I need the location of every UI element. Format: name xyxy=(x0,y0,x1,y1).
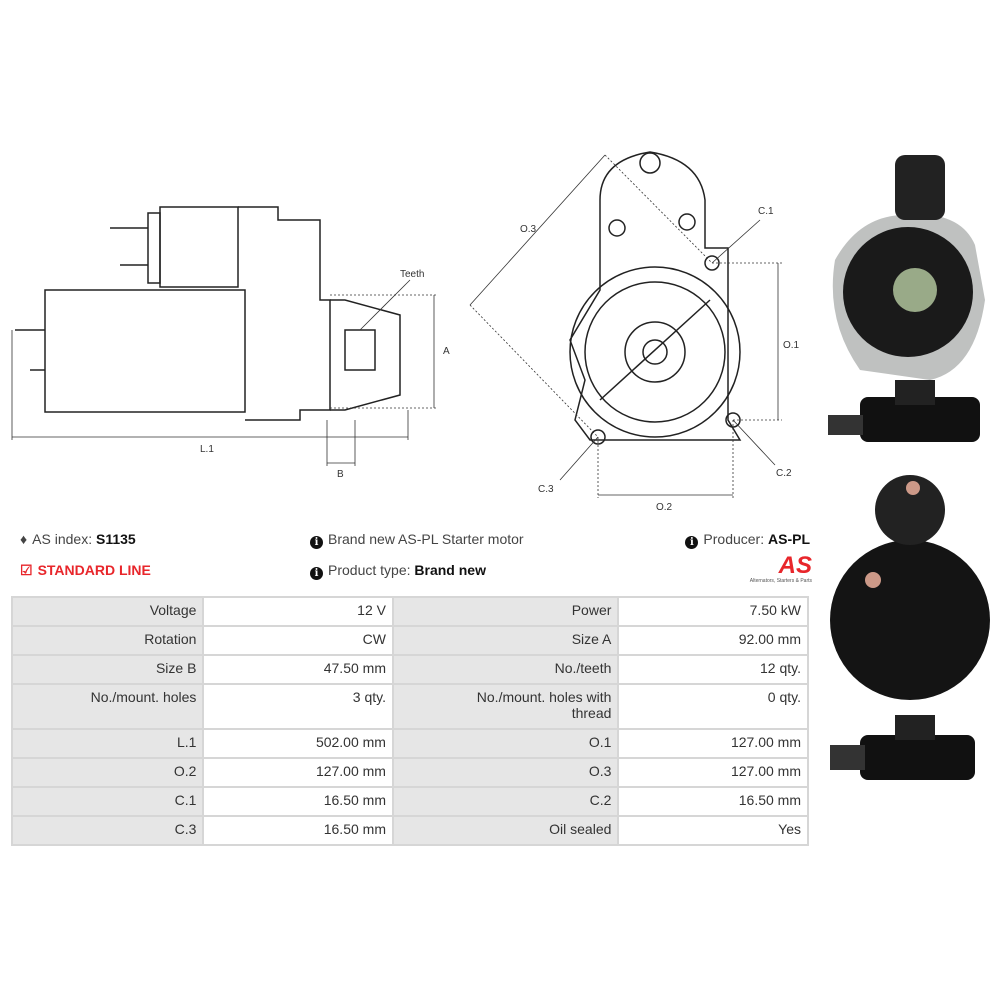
photo-side-2 xyxy=(830,715,975,780)
spec-value: 127.00 mm xyxy=(617,757,809,788)
spec-value: 502.00 mm xyxy=(202,728,394,759)
spec-label: Size A xyxy=(391,625,620,656)
label-a: A xyxy=(443,346,450,357)
label-c3: C.3 xyxy=(538,484,554,495)
as-pl-logo: AS Alternators, Starters & Parts xyxy=(722,552,812,585)
spec-value: 12 V xyxy=(202,596,394,627)
spec-value: 127.00 mm xyxy=(202,757,394,788)
spec-label: No./mount. holes xyxy=(10,683,205,730)
as-index: ♦AS index: S1135 xyxy=(20,531,136,547)
spec-value: 16.50 mm xyxy=(202,815,394,846)
spec-label: C.3 xyxy=(10,815,205,846)
logo-tagline: Alternators, Starters & Parts xyxy=(749,578,812,584)
photo-front-flange xyxy=(832,155,985,380)
product-type: i Product type: Brand new xyxy=(310,562,486,580)
spec-value: CW xyxy=(202,625,394,656)
product-type-value: Brand new xyxy=(414,562,486,578)
spec-label: C.2 xyxy=(391,786,620,817)
info-icon: i xyxy=(310,567,323,580)
label-teeth: Teeth xyxy=(400,269,424,280)
description: i Brand new AS-PL Starter motor xyxy=(310,531,524,549)
as-index-value: S1135 xyxy=(95,531,136,547)
info-icon: i xyxy=(310,536,323,549)
spec-value: 12 qty. xyxy=(617,654,809,685)
checkbox-icon: ☑ xyxy=(20,562,33,578)
product-photos xyxy=(828,155,990,780)
producer-value: AS-PL xyxy=(768,531,810,547)
spec-label: C.1 xyxy=(10,786,205,817)
label-c2: C.2 xyxy=(776,468,792,479)
spec-label: No./mount. holes with thread xyxy=(391,683,620,730)
spec-label: Power xyxy=(391,596,620,627)
spec-label: Voltage xyxy=(10,596,205,627)
spec-value: 16.50 mm xyxy=(202,786,394,817)
spec-label: O.3 xyxy=(391,757,620,788)
spec-value: 47.50 mm xyxy=(202,654,394,685)
logo-mark: AS xyxy=(778,552,812,579)
label-o3: O.3 xyxy=(520,224,537,235)
as-index-label: AS index: xyxy=(32,531,93,547)
label-o2: O.2 xyxy=(656,502,673,513)
spec-label: No./teeth xyxy=(391,654,620,685)
product-type-label: Product type: xyxy=(328,562,411,578)
producer-label: Producer: xyxy=(703,531,765,547)
spec-value: 16.50 mm xyxy=(617,786,809,817)
spec-value: 3 qty. xyxy=(202,683,394,730)
producer: i Producer: AS-PL xyxy=(685,531,810,549)
spec-value: 127.00 mm xyxy=(617,728,809,759)
spec-value: 92.00 mm xyxy=(617,625,809,656)
spec-label: Rotation xyxy=(10,625,205,656)
standard-line-label: STANDARD LINE xyxy=(37,562,151,578)
label-b: B xyxy=(337,469,344,480)
spec-value: 0 qty. xyxy=(617,683,809,730)
label-o1: O.1 xyxy=(783,340,800,351)
info-icon: i xyxy=(685,536,699,549)
label-c1: C.1 xyxy=(758,206,774,217)
spec-label: O.2 xyxy=(10,757,205,788)
description-text: Brand new AS-PL Starter motor xyxy=(328,531,524,547)
front-view-drawing: O.3 C.1 O.1 C.3 C.2 O.2 xyxy=(469,151,800,513)
photo-side-1 xyxy=(828,380,980,442)
spec-value: Yes xyxy=(617,815,809,846)
photo-rear xyxy=(830,475,990,700)
spec-label: Size B xyxy=(10,654,205,685)
spec-label: Oil sealed xyxy=(391,815,620,846)
spec-label: L.1 xyxy=(10,728,205,759)
spec-value: 7.50 kW xyxy=(617,596,809,627)
spec-label: O.1 xyxy=(391,728,620,759)
tag-icon: ♦ xyxy=(20,531,28,547)
side-view-drawing: Teeth A L.1 B xyxy=(11,206,450,480)
standard-line-badge: ☑STANDARD LINE xyxy=(20,562,151,579)
label-l1: L.1 xyxy=(200,444,214,455)
